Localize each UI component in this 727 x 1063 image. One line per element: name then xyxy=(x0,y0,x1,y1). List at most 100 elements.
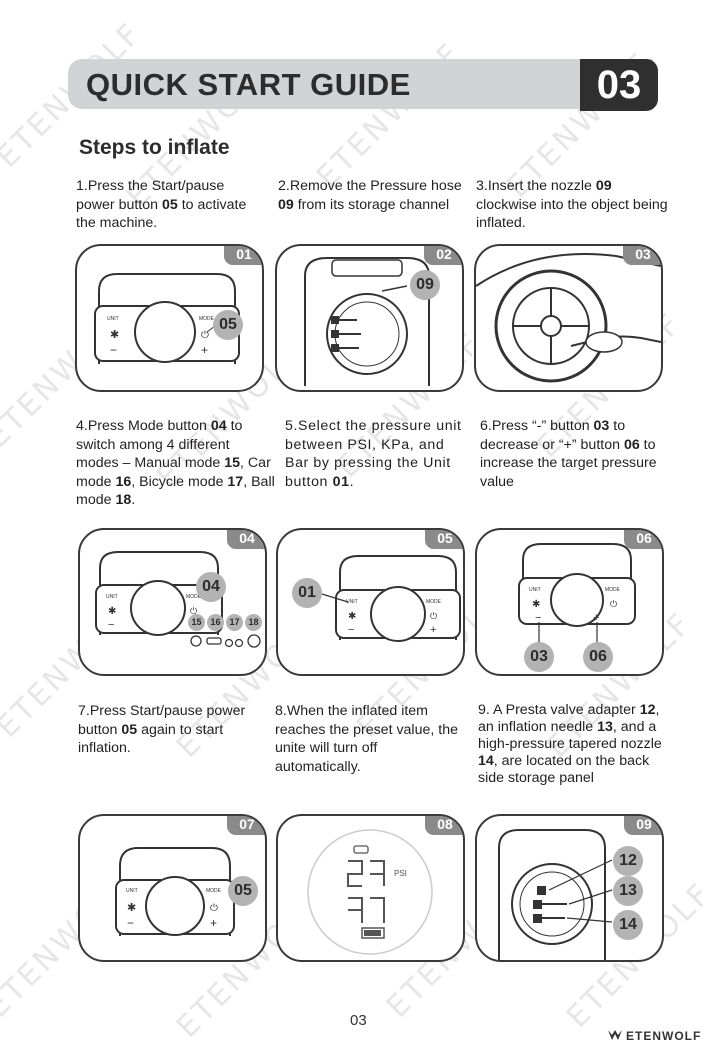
step-7-badge: 07 xyxy=(227,816,265,835)
step-text-segment: to increase the target pressure value xyxy=(480,436,657,490)
unit-label: UNIT xyxy=(126,888,138,894)
step-ref-number: 14 xyxy=(478,753,494,769)
step-text-segment: 7.Press Start/pause power button xyxy=(78,703,246,738)
step-ref-number: 06 xyxy=(623,436,640,453)
device-front-illustration: UNIT MODE ✱ − ⏻ + xyxy=(115,847,235,936)
step-text-segment: , are located on the back side storage p… xyxy=(478,753,650,786)
unit-label: UNIT xyxy=(107,316,119,322)
mode-label: MODE xyxy=(206,888,222,894)
step-ref-number: 15 xyxy=(224,455,241,471)
minus-icon: − xyxy=(535,612,541,624)
unit-label: UNIT xyxy=(529,587,541,593)
step-ref-number: 12 xyxy=(639,702,656,718)
step-2-badge: 02 xyxy=(424,246,462,265)
mode-label-manual: 15 xyxy=(188,614,205,631)
step-4-badge: 04 xyxy=(227,530,265,549)
step-ref-number: 05 xyxy=(161,196,178,213)
step-ref-number: 13 xyxy=(597,719,613,735)
device-front-illustration: UNIT MODE ✱ − ⏻ + xyxy=(518,543,636,642)
step-2-text: 2.Remove the Pressure hose 09 from its s… xyxy=(278,177,468,214)
light-icon: ✱ xyxy=(110,329,119,341)
device-front-illustration: UNIT MODE ✱ − ⏻ + xyxy=(321,555,461,642)
callout-05: 05 xyxy=(228,876,258,906)
step-text-segment: clockwise into the object being inflated… xyxy=(476,196,668,232)
preset-digits xyxy=(347,860,385,923)
brand-name: ETENWOLF xyxy=(626,1029,702,1043)
step-6-badge: 06 xyxy=(624,530,662,549)
step-text-segment: , an inflation needle xyxy=(478,702,660,735)
plus-icon: + xyxy=(430,624,436,636)
step-6-panel: UNIT MODE ✱ − ⏻ + 06 03 06 xyxy=(475,528,664,676)
step-ref-number: 16 xyxy=(115,473,132,490)
step-text-segment: from its storage channel xyxy=(293,196,450,213)
callout-04: 04 xyxy=(196,572,226,602)
plus-icon: + xyxy=(593,612,599,624)
ball-mode-icon xyxy=(247,634,261,648)
callout-14: 14 xyxy=(613,910,643,940)
minus-icon: − xyxy=(348,624,354,636)
device-front-illustration: UNIT MODE ✱ − ⏻ + xyxy=(95,551,223,636)
step-9-text: 9. A Presta valve adapter 12, an inflati… xyxy=(478,702,668,787)
step-text-segment: , Ball mode xyxy=(76,473,275,509)
step-text-segment: again to start inflation. xyxy=(78,721,224,757)
step-3-badge: 03 xyxy=(623,246,661,265)
step-ref-number: 01 xyxy=(332,473,350,490)
mode-label: MODE xyxy=(605,587,621,593)
page-badge: 03 xyxy=(580,59,658,111)
plus-icon: + xyxy=(210,916,217,930)
step-text-segment: , Bicycle mode xyxy=(131,473,228,490)
step-text-segment: , and a high-pressure tapered nozzle xyxy=(478,719,662,752)
step-3-panel: 03 xyxy=(474,244,663,392)
car-mode-icon xyxy=(353,845,369,854)
step-text-segment: 3.Insert the nozzle xyxy=(476,178,596,194)
section-title: Steps to inflate xyxy=(79,136,230,159)
step-8-panel: PSI 08 xyxy=(276,814,465,962)
device-back-illustration xyxy=(304,257,430,386)
page-title: QUICK START GUIDE xyxy=(86,67,411,102)
step-text-segment: 1.Press the Start/pause power button xyxy=(76,178,225,213)
step-text-segment: 8.When the inflated item reaches the pre… xyxy=(275,703,458,775)
mode-label: MODE xyxy=(186,594,202,600)
step-4-panel: UNIT MODE ✱ − ⏻ + 04 04 15 16 17 18 xyxy=(78,528,267,676)
light-icon: ✱ xyxy=(348,611,356,622)
step-ref-number: 18 xyxy=(115,492,132,508)
wolf-logo-icon xyxy=(608,1030,622,1040)
battery-icon xyxy=(361,927,385,939)
step-8-badge: 08 xyxy=(425,816,463,835)
callout-05: 05 xyxy=(213,310,243,340)
mode-label-bicycle: 17 xyxy=(226,614,243,631)
step-text-segment: . xyxy=(131,492,136,508)
step-text-segment: 9. A Presta valve adapter xyxy=(478,702,640,718)
step-7-panel: UNIT MODE ✱ − ⏻ + 07 05 xyxy=(78,814,267,962)
minus-icon: − xyxy=(110,343,117,357)
step-text-segment: . xyxy=(349,473,355,490)
mode-icons xyxy=(190,634,261,648)
step-text-segment: 2.Remove the Pressure hose xyxy=(278,178,462,194)
mode-labels: 15 16 17 18 xyxy=(188,614,264,654)
power-icon: ⏻ xyxy=(190,606,197,616)
step-1-text: 1.Press the Start/pause power button 05 … xyxy=(76,177,256,233)
step-5-panel: UNIT MODE ✱ − ⏻ + 05 01 xyxy=(276,528,465,676)
step-9-panel: 09 12 13 14 xyxy=(475,814,664,962)
car-mode-icon xyxy=(206,637,222,645)
tire-nozzle-illustration xyxy=(476,253,661,383)
callout-06: 06 xyxy=(583,642,613,672)
mode-label-ball: 18 xyxy=(245,614,262,631)
step-text-segment: 4.Press Mode button xyxy=(76,418,211,434)
step-text-segment: 6.Press “-” button xyxy=(480,418,594,434)
power-icon: ⏻ xyxy=(201,330,209,341)
step-text-segment: to switch among 4 different modes – Manu… xyxy=(76,418,243,471)
step-ref-number: 09 xyxy=(278,196,294,213)
step-7-text: 7.Press Start/pause power button 05 agai… xyxy=(78,702,263,758)
step-text-segment: to decrease or “+” button xyxy=(480,418,626,453)
callout-13: 13 xyxy=(613,876,643,906)
step-3-text: 3.Insert the nozzle 09 clockwise into th… xyxy=(476,177,676,233)
step-1-badge: 01 xyxy=(224,246,262,265)
mode-label: MODE xyxy=(426,599,442,605)
step-ref-number: 03 xyxy=(593,418,610,434)
callout-09: 09 xyxy=(410,270,440,300)
step-text-segment: to activate the machine. xyxy=(76,196,247,232)
step-text-segment: , Car mode xyxy=(76,455,271,490)
step-8-text: 8.When the inflated item reaches the pre… xyxy=(275,702,465,776)
unit-label: UNIT xyxy=(106,594,118,600)
